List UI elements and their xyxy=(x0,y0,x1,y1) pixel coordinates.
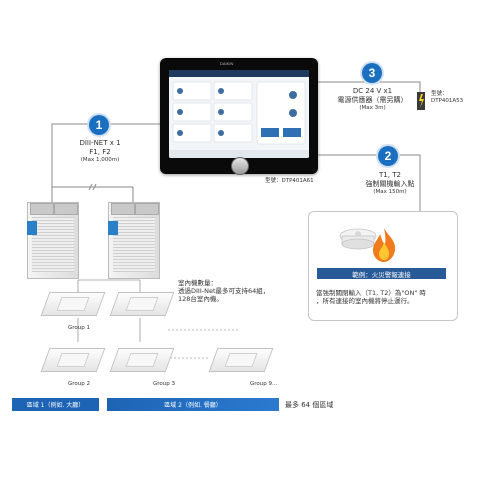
controller-screen xyxy=(169,70,309,158)
link3-line2: 電源供應器（需另購） xyxy=(337,95,408,104)
group-1-label: Group 1 xyxy=(68,325,90,331)
group-9-label: Group 9... xyxy=(250,381,278,387)
badge-1: 1 xyxy=(89,115,109,135)
indoor-note-line1: 室內機數量： xyxy=(178,279,217,287)
group-2-label: Group 2 xyxy=(68,381,90,387)
break-mark xyxy=(92,183,97,191)
brand-logo: DAIKIN xyxy=(220,61,234,66)
fire-alarm-desc-line2: ，所有連接的室內機將停止運行。 xyxy=(316,297,414,306)
max-zones-label: 最多 64 個區域 xyxy=(285,401,334,409)
fire-alarm-desc-line1: 當強制關閉輸入（T1, T2）為"ON" 時 xyxy=(316,289,426,297)
badge-3: 3 xyxy=(362,63,382,83)
zone-1-bar: 區域 1（例如. 大廳） xyxy=(12,398,99,411)
fire-alarm-panel xyxy=(308,211,458,321)
fire-alarm-title: 範例：火災警報連接 xyxy=(317,268,446,279)
link1-line3: (Max 1,000m) xyxy=(80,156,120,163)
link3-line1: DC 24 V x1 xyxy=(352,87,393,95)
link1-line1: DIII-NET x 1 xyxy=(79,139,121,147)
link2-line3: (Max 150m) xyxy=(373,188,407,195)
link1-line2: F1, F2 xyxy=(89,147,111,156)
daikin-logo-icon xyxy=(27,221,37,235)
diii-net-line xyxy=(51,123,160,205)
indoor-unit xyxy=(40,288,106,318)
indoor-unit xyxy=(40,344,106,374)
indoor-unit xyxy=(109,344,175,374)
power-model-line2: DTP401A53 xyxy=(431,97,464,104)
daikin-logo-icon xyxy=(108,221,118,235)
outdoor-unit-1 xyxy=(27,202,79,279)
power-model-line1: 型號： xyxy=(431,91,448,97)
link2-line2: 強制關機輸入點 xyxy=(365,179,415,188)
zone-2-bar: 區域 2（例如. 餐廳） xyxy=(107,398,279,411)
outdoor-unit-2 xyxy=(108,202,160,279)
controller-model-label: 型號：DTP401A61 xyxy=(265,178,314,184)
indoor-unit xyxy=(109,288,175,318)
group-3-label: Group 3 xyxy=(153,381,175,387)
smoke-detector-icon xyxy=(339,228,377,250)
indoor-note-line2: 透過DIII-Net最多可支持64組， xyxy=(178,287,270,296)
t1t2-line xyxy=(318,154,421,211)
badge-2: 2 xyxy=(378,146,398,166)
power-line xyxy=(318,81,421,92)
fire-icon xyxy=(373,228,396,262)
controller-home-button xyxy=(231,157,249,175)
link2-line1: T1, T2 xyxy=(379,171,401,179)
indoor-unit xyxy=(208,344,274,374)
link3-line3: (Max 3m) xyxy=(359,104,386,111)
screen-ui-graphic xyxy=(169,70,309,158)
break-mark xyxy=(88,183,93,191)
indoor-note-line3: 128台室內機。 xyxy=(178,295,223,304)
touch-controller: DAIKIN xyxy=(160,58,318,175)
